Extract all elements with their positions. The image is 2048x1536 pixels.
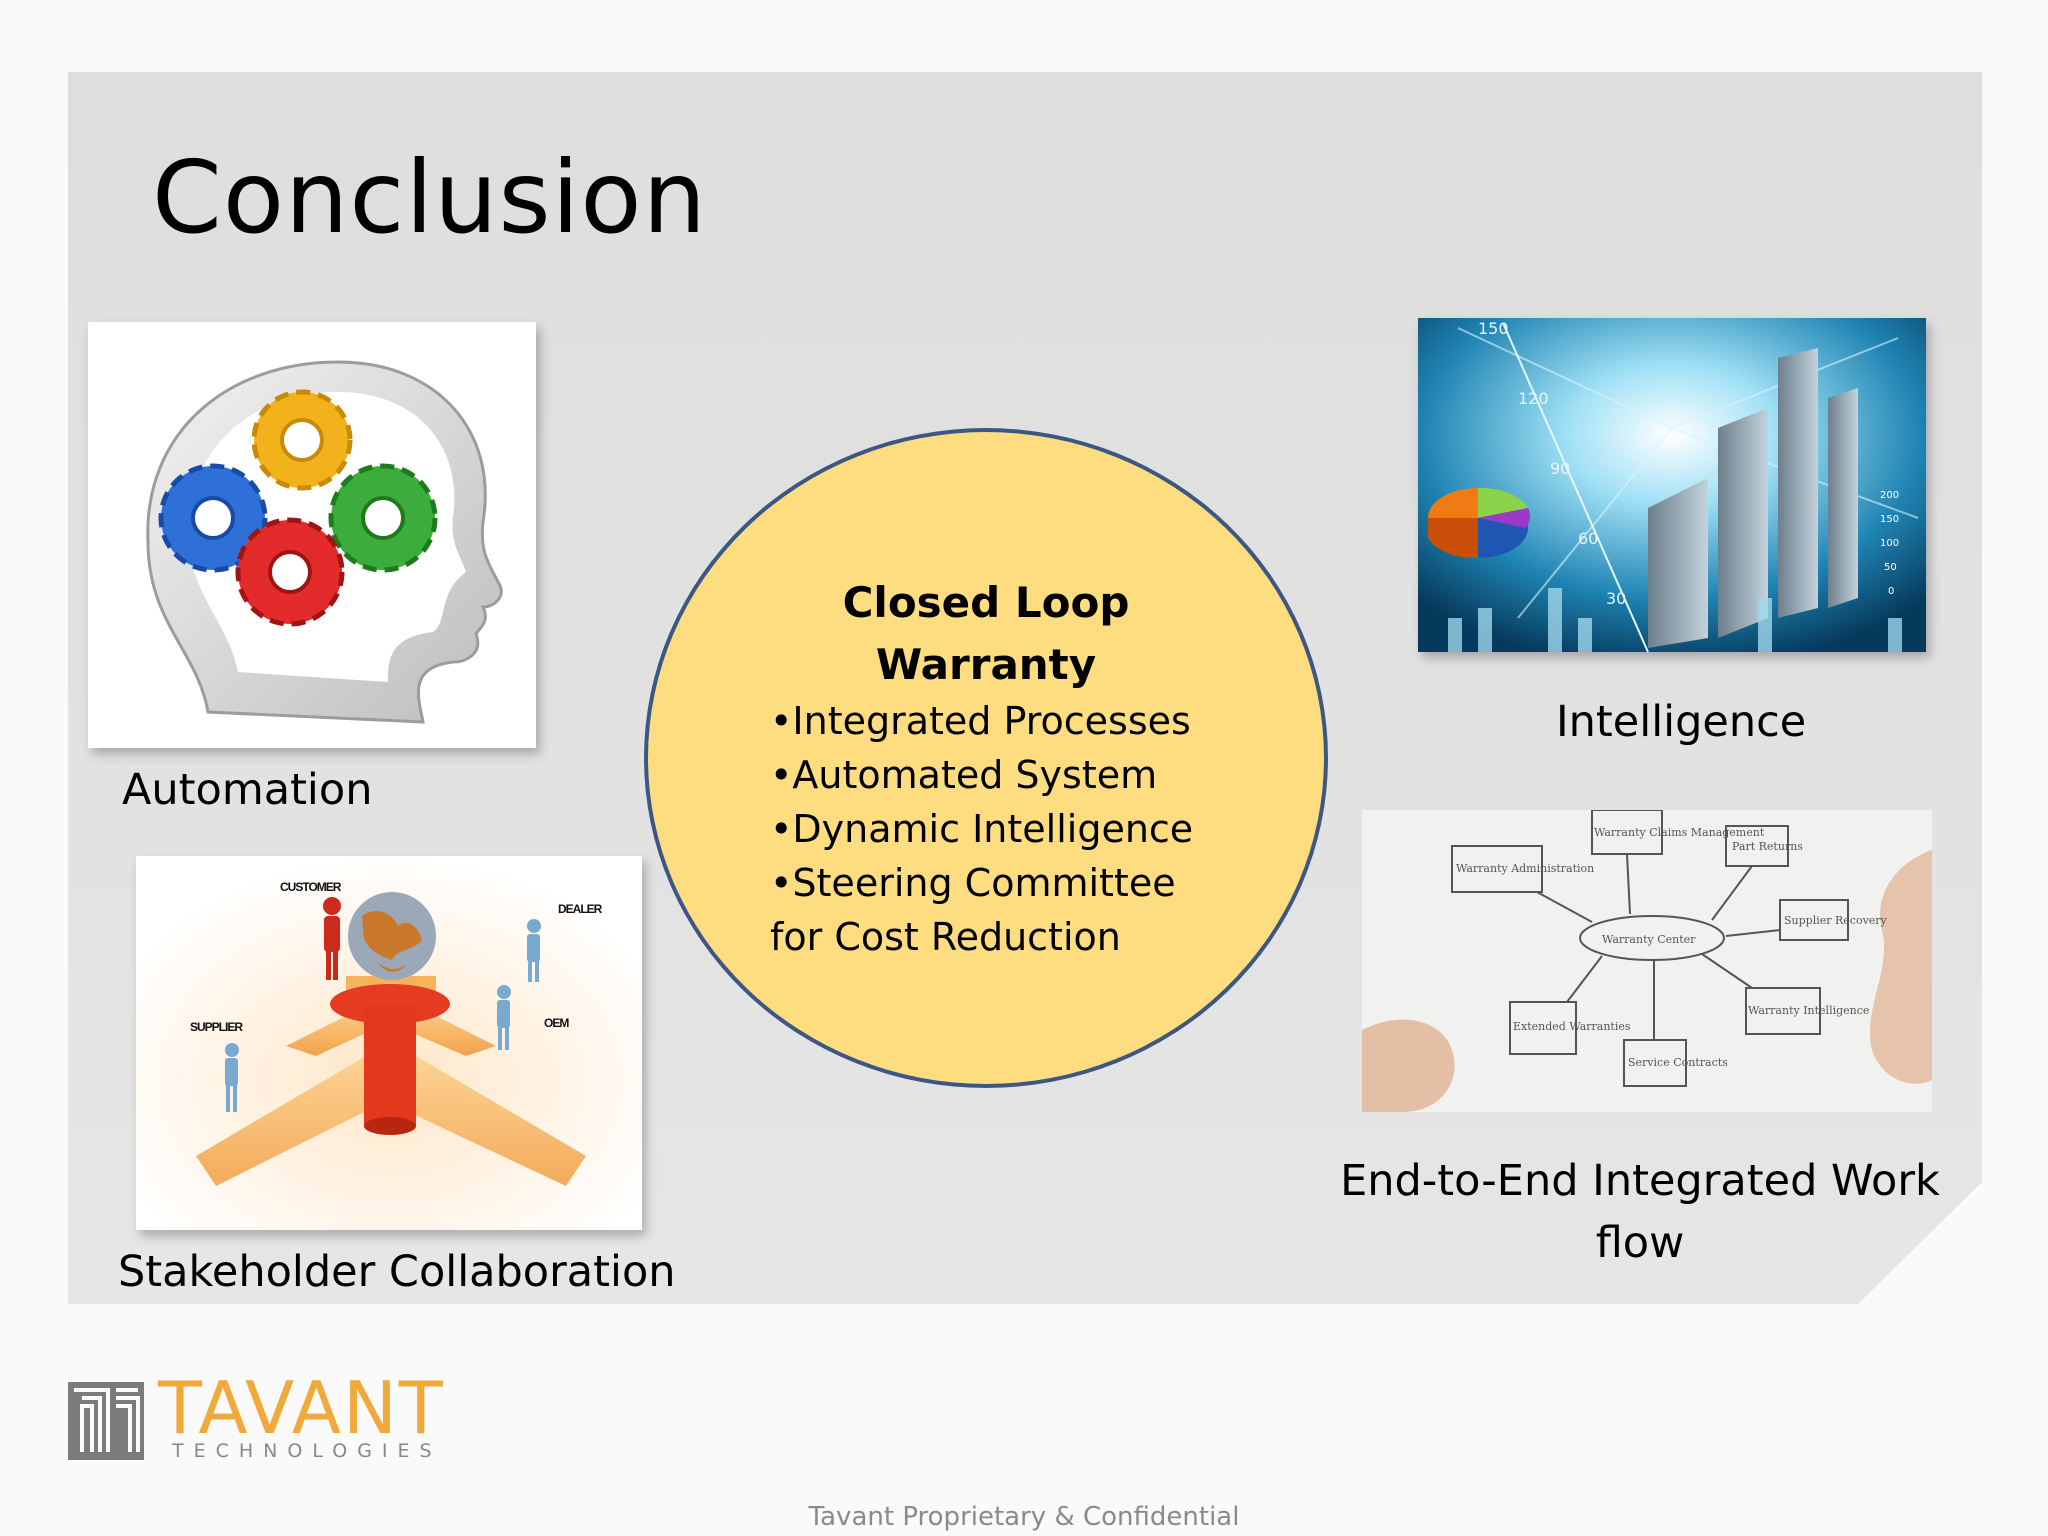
dealer-person-icon [527,919,541,982]
workflow-node-label: Service Contracts [1628,1056,1728,1069]
axis-tick-label: 120 [1518,389,1549,408]
workflow-node-label: Warranty Administration [1456,862,1594,875]
workflow-center-label: Warranty Center [1602,933,1696,946]
circle-title-line2: Warranty [875,640,1097,689]
circle-title: Closed Loop Warranty [648,572,1324,696]
head-gears-illustration [88,322,536,748]
circle-list-item: •Automated System [770,753,1158,797]
supplier-label: SUPPLIER [190,1020,243,1034]
tavant-logo-mark-icon [68,1382,144,1460]
axis-tick-label: 30 [1606,589,1626,608]
red-gear-icon [235,517,345,627]
footer-confidential: Tavant Proprietary & Confidential [808,1502,1240,1532]
workflow-node-label: Extended Warranties [1513,1020,1631,1033]
globe-icon [348,892,436,980]
workflow-caption: End-to-End Integrated Work flow [1320,1150,1960,1274]
logo-name: TAVANT [158,1366,445,1450]
workflow-node-label: Warranty Claims Management [1594,826,1765,839]
workflow-node-label: Supplier Recovery [1784,914,1888,927]
axis-tick-label: 60 [1578,529,1598,548]
workflow-node-label: Warranty Intelligence [1748,1004,1869,1017]
intelligence-image: 150 120 90 60 30 200 150 100 50 0 [1418,318,1926,652]
oem-label: OEM [544,1016,569,1030]
workflow-diagram-illustration: Warranty Center Warranty Administration … [1362,810,1932,1112]
circle-bullet-list: •Integrated Processes •Automated System … [770,694,1193,964]
slide-title: Conclusion [152,139,707,256]
stakeholder-caption: Stakeholder Collaboration [118,1247,676,1297]
analytics-illustration: 150 120 90 60 30 200 150 100 50 0 [1418,318,1926,652]
automation-image [88,322,536,748]
circle-list-item: •Dynamic Intelligence [770,807,1194,851]
workflow-caption-line1: End-to-End Integrated Work [1340,1156,1940,1206]
right-axis-tick-label: 200 [1880,490,1899,501]
blue-gear-icon [158,463,268,573]
axis-tick-label: 150 [1478,319,1509,338]
right-axis-ticks: 200 150 100 50 0 [1880,490,1899,597]
pie-chart-icon [1428,487,1530,559]
stakeholder-illustration [136,856,642,1230]
workflow-caption-line2: flow [1595,1218,1685,1268]
dealer-label: DEALER [558,902,602,916]
circle-list-item: •Steering Committee [770,861,1176,905]
workflow-node-label: Part Returns [1732,840,1803,853]
automation-caption: Automation [122,765,373,815]
circle-list-item: •Integrated Processes [770,699,1191,743]
intelligence-caption: Intelligence [1556,697,1807,747]
right-axis-tick-label: 0 [1888,586,1894,597]
right-axis-tick-label: 100 [1880,538,1899,549]
circle-list-item: for Cost Reduction [770,915,1121,959]
axis-tick-label: 90 [1550,459,1570,478]
closed-loop-warranty-circle: Closed Loop Warranty •Integrated Process… [644,428,1328,1088]
customer-person-icon [323,897,341,980]
right-axis-tick-label: 50 [1884,562,1897,573]
customer-label: CUSTOMER [280,880,341,894]
right-axis-tick-label: 150 [1880,514,1899,525]
yellow-gear-icon [251,389,353,491]
axis-tick-labels: 150 120 90 60 30 [1478,319,1626,608]
logo-subtitle: TECHNOLOGIES [172,1440,442,1462]
oem-person-icon [497,985,511,1050]
green-gear-icon [328,463,438,573]
supplier-person-icon [225,1043,239,1112]
circle-title-line1: Closed Loop [842,578,1130,627]
workflow-image: Warranty Center Warranty Administration … [1362,810,1932,1112]
stakeholder-image: CUSTOMER DEALER SUPPLIER OEM [136,856,642,1230]
